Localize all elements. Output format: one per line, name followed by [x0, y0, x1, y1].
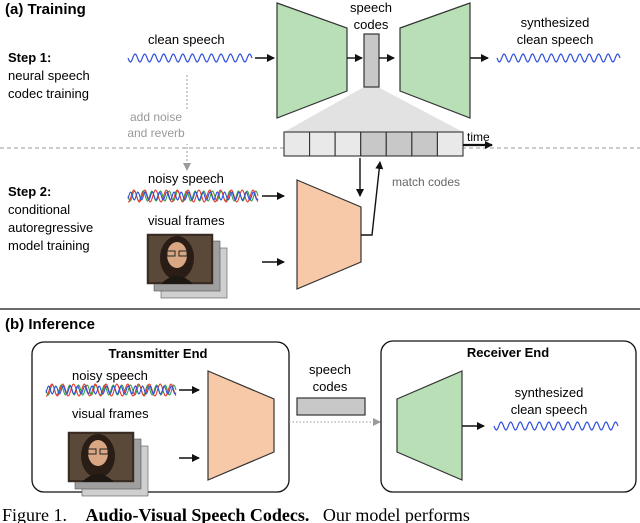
code-cell	[411, 131, 438, 157]
transmitter-title: Transmitter End	[109, 346, 208, 361]
caption-rest: Our model performs	[323, 505, 470, 523]
noise-label-backing	[120, 110, 194, 144]
person-face	[88, 440, 108, 466]
person-shoulders	[161, 276, 193, 284]
noise-line2: and reverb	[127, 126, 185, 140]
speech-codes-line2: codes	[354, 17, 389, 32]
noise-line1: add noise	[130, 110, 182, 124]
wave-line	[496, 53, 621, 63]
step2-desc-line2: autoregressive	[8, 220, 93, 235]
training-title: (a) Training	[5, 1, 86, 18]
step2-label: Step 2:	[8, 184, 51, 199]
inference-codes-line2: codes	[313, 379, 348, 394]
step2-desc-line3: model training	[8, 238, 90, 253]
speech-codes-line1: speech	[350, 0, 392, 15]
wave-line-red	[127, 189, 259, 203]
speech-codes-column	[363, 33, 380, 88]
glasses-left	[166, 250, 176, 257]
codec-encoder-shape	[276, 2, 348, 119]
wave-line-green	[45, 384, 177, 396]
code-cell	[436, 131, 464, 157]
clean-speech-label: clean speech	[148, 32, 225, 47]
glasses-right	[178, 250, 188, 257]
code-cell	[334, 131, 362, 157]
code-cell	[309, 131, 336, 157]
noisy-speech-waveform-inference	[45, 383, 177, 397]
synthesized-waveform-inference	[493, 421, 619, 431]
wave-line-green	[127, 190, 259, 202]
visual-frames-label-inference: visual frames	[72, 406, 149, 421]
glasses-right	[99, 448, 109, 455]
autoregressive-model-shape	[296, 179, 362, 290]
visual-frames-label-training: visual frames	[148, 213, 225, 228]
code-cell	[385, 131, 413, 157]
synthesized-waveform-training	[496, 53, 621, 63]
noisy-speech-label-inference: noisy speech	[72, 368, 148, 383]
step1-label: Step 1:	[8, 50, 51, 65]
synth-line2: clean speech	[517, 32, 594, 47]
glasses-left	[87, 448, 97, 455]
clean-speech-waveform	[127, 53, 253, 63]
inference-codes-line1: speech	[309, 362, 351, 377]
step1-desc-line1: neural speech	[8, 68, 90, 83]
inference-synth-line1: synthesized	[515, 385, 584, 400]
noisy-speech-label-training: noisy speech	[148, 171, 224, 186]
synth-line1: synthesized	[521, 15, 590, 30]
person-face	[167, 242, 187, 268]
codes-zoom-projection	[284, 87, 463, 132]
figure-caption: Figure 1. Audio-Visual Speech Codecs. Ou…	[2, 505, 470, 523]
match-codes-label: match codes	[392, 175, 460, 189]
step2-desc-line1: conditional	[8, 202, 70, 217]
wave-line	[127, 53, 253, 63]
wave-line	[493, 421, 619, 431]
receiver-decoder-shape	[396, 370, 463, 481]
inference-codes-bar	[296, 397, 366, 416]
caption-bold: Audio-Visual Speech Codecs.	[86, 505, 310, 523]
receiver-title: Receiver End	[467, 345, 549, 360]
code-cell	[360, 131, 387, 157]
visual-frames-stack-training	[146, 233, 228, 299]
step1-desc-line2: codec training	[8, 86, 89, 101]
time-label: time	[467, 130, 490, 144]
transmitter-model-shape	[207, 370, 275, 481]
arrow-match-codes	[361, 161, 384, 236]
person-shoulders	[82, 474, 114, 482]
inference-title: (b) Inference	[5, 316, 95, 333]
wave-line-blue	[127, 191, 259, 201]
codes-zoom-sequence	[283, 131, 464, 157]
transmitter-box	[31, 341, 290, 493]
caption-prefix: Figure 1.	[2, 505, 67, 523]
inference-synth-line2: clean speech	[511, 402, 588, 417]
wave-line-red	[45, 383, 177, 397]
noisy-speech-waveform-training	[127, 189, 259, 203]
code-cell	[283, 131, 311, 157]
receiver-box	[380, 340, 637, 493]
visual-frames-stack-inference	[67, 431, 149, 497]
wave-line-blue	[45, 385, 177, 395]
codec-decoder-shape	[399, 2, 471, 119]
